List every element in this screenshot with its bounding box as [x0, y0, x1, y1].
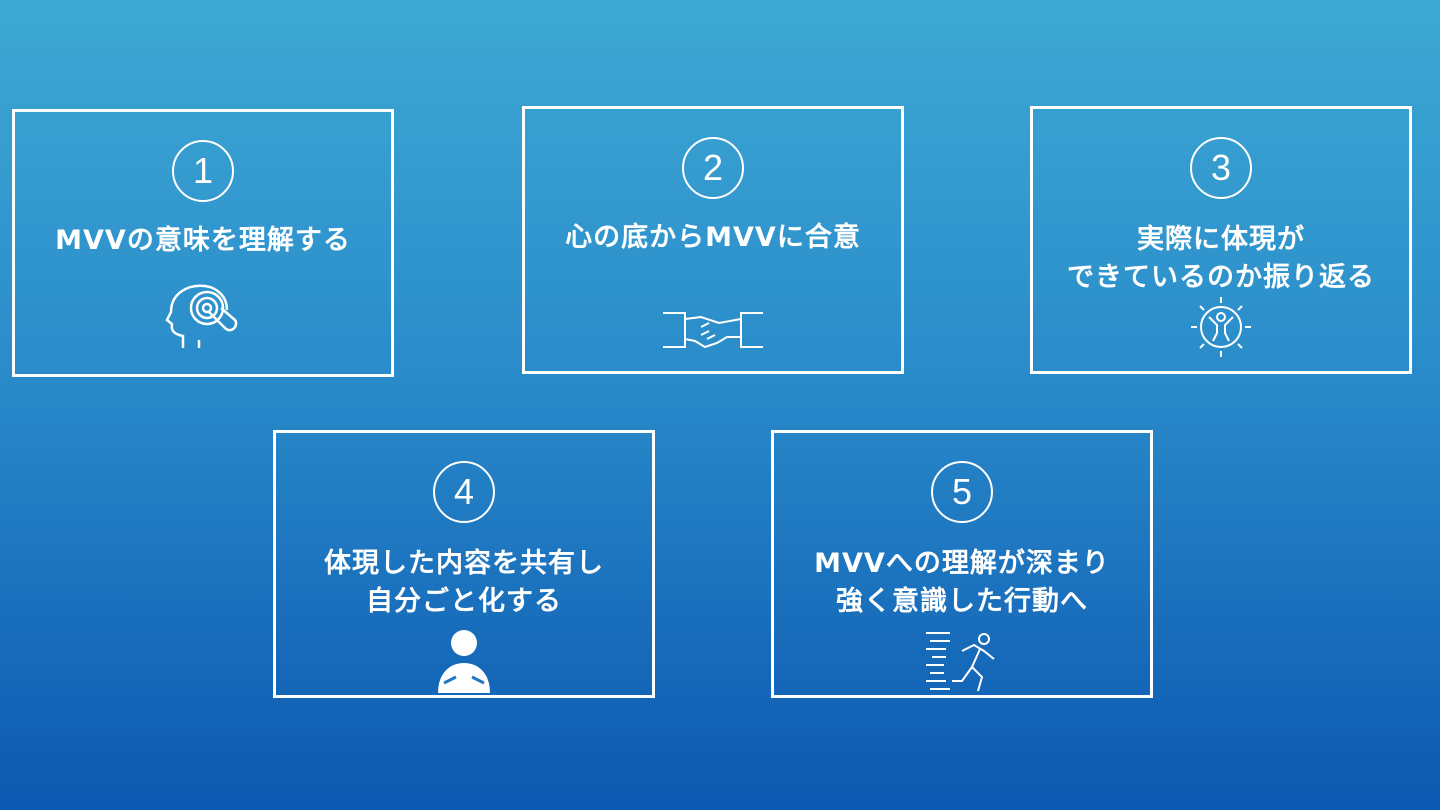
step-card-5: 5 MVVへの理解が深まり強く意識した行動へ — [771, 430, 1153, 698]
head-touch-icon — [165, 284, 238, 348]
title-line: 心の底からMVVに合意 — [565, 222, 861, 253]
step-title: MVVへの理解が深まり強く意識した行動へ — [774, 545, 1150, 621]
running-person-icon — [926, 632, 995, 692]
step-card-1: 1 MVVの意味を理解する — [12, 109, 394, 377]
step-number: 1 — [172, 140, 234, 202]
step-number: 2 — [682, 137, 744, 199]
person-share-icon — [438, 630, 490, 693]
title-line: 強く意識した行動へ — [836, 586, 1088, 617]
handshake-icon — [663, 312, 763, 349]
title-line: 自分ごと化する — [366, 586, 562, 617]
title-line: 体現した内容を共有し — [324, 548, 604, 579]
step-title: 心の底からMVVに合意 — [525, 219, 901, 257]
step-title: MVVの意味を理解する — [15, 222, 391, 260]
step-number: 3 — [1190, 137, 1252, 199]
person-sun-icon — [1191, 297, 1251, 357]
step-title: 実際に体現ができているのか振り返る — [1033, 221, 1409, 297]
title-line: MVVの意味を理解する — [55, 225, 351, 256]
step-number: 4 — [433, 461, 495, 523]
title-line: MVVへの理解が深まり — [814, 548, 1110, 579]
step-number: 5 — [931, 461, 993, 523]
title-line: できているのか振り返る — [1067, 262, 1375, 293]
step-card-3: 3 実際に体現ができているのか振り返る — [1030, 106, 1412, 374]
step-card-2: 2 心の底からMVVに合意 — [522, 106, 904, 374]
title-line: 実際に体現が — [1137, 224, 1305, 255]
step-card-4: 4 体現した内容を共有し自分ごと化する — [273, 430, 655, 698]
step-title: 体現した内容を共有し自分ごと化する — [276, 545, 652, 621]
